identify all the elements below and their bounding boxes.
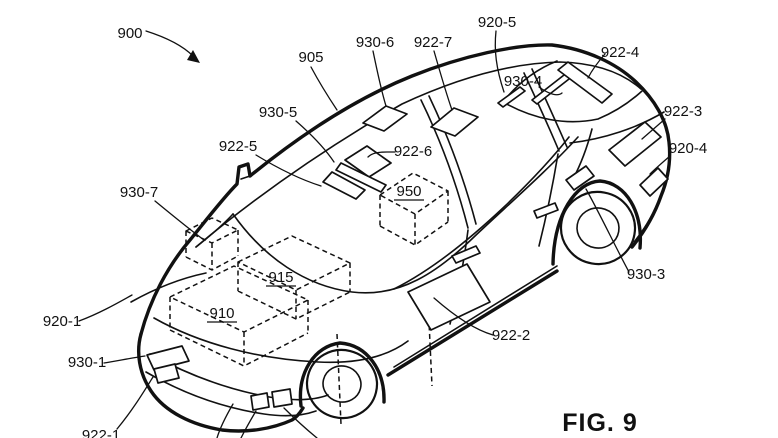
bumper-sensor-922-1	[153, 363, 180, 384]
component-box-915	[237, 235, 351, 320]
quarter-sensor-930-3	[565, 165, 595, 191]
leader-922-7	[433, 50, 453, 111]
leader-930-7	[154, 200, 205, 241]
ref-label-922-6: 922-6	[394, 143, 432, 160]
ref-label-915: 915	[268, 269, 293, 286]
roof-sensor-922-7	[430, 107, 479, 137]
ref-label-930-6: 930-6	[356, 34, 394, 51]
leader-930-4	[538, 86, 563, 96]
ref-label-930-3: 930-3	[627, 266, 665, 283]
ref-label-930-7: 930-7	[120, 184, 158, 201]
rear-wheel	[559, 190, 637, 266]
component-box-910	[169, 265, 309, 367]
reference-labels: 900 905 930-6 922-7 920-5 922-4 930-4 92…	[43, 14, 707, 438]
ref-label-930-4: 930-4	[504, 73, 542, 90]
windshield-bar-922-6	[344, 145, 392, 178]
leader-930-3	[585, 188, 630, 273]
sensor-panels	[146, 61, 669, 411]
ref-label-922-2: 922-2	[492, 327, 530, 344]
leader-920-1	[78, 294, 133, 322]
ref-label-930-5: 930-5	[259, 104, 297, 121]
figure-caption: FIG. 9	[562, 409, 637, 437]
ref-label-922-7: 922-7	[414, 34, 452, 51]
side-mirror	[240, 175, 251, 180]
b-pillar	[523, 68, 568, 152]
rear-bumper-crease	[633, 189, 664, 243]
leader-905	[310, 66, 338, 111]
roof-sensor-930-6	[362, 105, 408, 132]
windshield-bar-922-5	[322, 171, 366, 200]
ref-label-920-1: 920-1	[43, 313, 81, 330]
projection-lines	[336, 299, 433, 425]
front-wheel	[305, 348, 379, 420]
ref-label-920-4: 920-4	[669, 140, 707, 157]
rear-sensor-920-4	[639, 167, 669, 197]
leader-920-5	[494, 30, 505, 93]
rear-window-sensor-922-4	[557, 61, 613, 104]
leader-920-4	[649, 155, 671, 175]
ref-label-922-3: 922-3	[664, 103, 702, 120]
ref-label-922-4: 922-4	[601, 44, 639, 61]
leader-bottom-left	[216, 403, 234, 438]
ref-label-922-5: 922-5	[219, 138, 257, 155]
hidden-component-boxes	[169, 172, 449, 425]
front-wheel-arch	[298, 341, 386, 408]
ref-label-900: 900	[117, 25, 142, 42]
ref-label-930-1: 930-1	[68, 354, 106, 371]
front-bumper-outline	[137, 332, 305, 433]
engine-bay-front-edge	[153, 317, 409, 364]
leader-930-1	[103, 355, 146, 364]
ref-label-920-5: 920-5	[478, 14, 516, 31]
leader-930-5	[295, 120, 335, 163]
leader-lines	[78, 30, 671, 438]
leader-bottom-mid	[240, 410, 257, 438]
beltline	[232, 136, 579, 294]
fender-crease	[130, 272, 207, 303]
window-sill-line	[393, 136, 570, 290]
rocker-panel	[386, 269, 559, 377]
lower-bumper-sensor-right	[271, 388, 293, 408]
ref-label-910: 910	[209, 305, 234, 322]
door-vent-sensor	[451, 245, 481, 264]
rear-door-handle	[533, 202, 559, 219]
component-box-950	[379, 172, 449, 246]
component-box-930-7	[185, 217, 239, 271]
leader-922-1	[116, 376, 154, 430]
leader-922-4	[587, 53, 606, 79]
leader-bottom-right	[283, 407, 318, 438]
lower-bumper-sensor-left	[250, 392, 270, 411]
headlight-sensor-930-1	[146, 345, 190, 371]
leader-922-2	[433, 297, 494, 336]
roof-strip-920-5	[497, 86, 526, 108]
door-panel-922-2	[407, 263, 491, 331]
rear-wheel-arch	[551, 179, 643, 266]
ref-label-905: 905	[298, 49, 323, 66]
leader-922-6	[367, 151, 396, 158]
ref-900-arrow	[145, 30, 200, 63]
cowl-corner-line	[195, 213, 234, 248]
rocker-inner-line	[393, 265, 558, 368]
a-pillar	[420, 95, 477, 229]
car-body	[130, 43, 672, 433]
leader-922-3	[641, 118, 666, 140]
ref-label-922-1: 922-1	[82, 427, 120, 438]
trunk-crease	[569, 111, 665, 144]
leader-930-6	[372, 50, 387, 107]
ref-label-950: 950	[396, 183, 421, 200]
windshield-strip-930-5	[335, 162, 387, 193]
leader-922-5	[255, 154, 322, 187]
